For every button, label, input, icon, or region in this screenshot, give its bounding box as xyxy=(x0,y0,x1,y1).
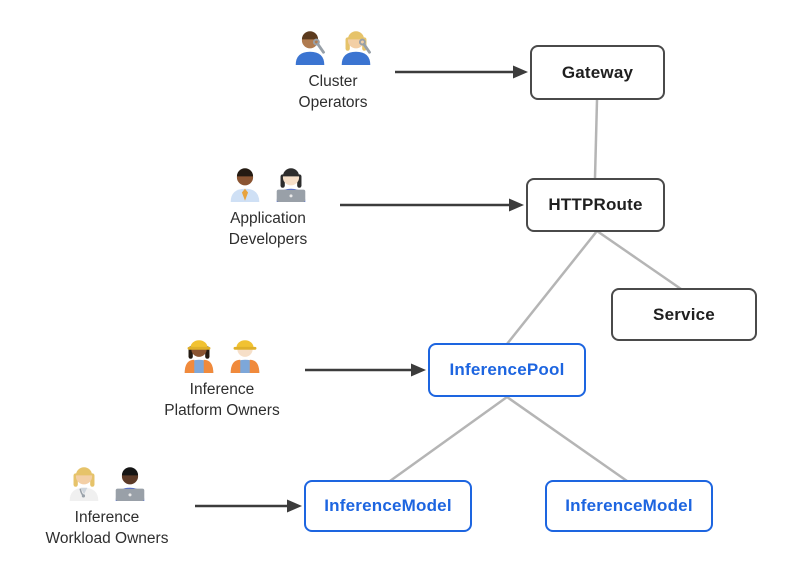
arrow-application-developers-httproute xyxy=(340,198,524,212)
inference-platform-owners-icons xyxy=(179,334,265,374)
inference-workload-owners-label: Inference Workload Owners xyxy=(45,509,169,547)
node-httproute: HTTPRoute xyxy=(526,178,665,232)
node-inferencemodel-left-label: InferenceModel xyxy=(324,496,452,515)
node-httproute-label: HTTPRoute xyxy=(548,195,643,214)
arrow-inference-workload-owners-inferencemodel xyxy=(195,499,302,513)
node-service: Service xyxy=(611,288,757,341)
edge-gateway-httproute xyxy=(593,99,599,179)
persona-application-developers: Application Developers xyxy=(188,163,348,250)
edge-httproute-inferencepool xyxy=(506,230,598,345)
node-inferencepool: InferencePool xyxy=(428,343,586,397)
edge-inferencepool-inferencemodel-right xyxy=(506,395,628,483)
health-worker-icon xyxy=(69,467,99,502)
edge-inferencepool-inferencemodel-left xyxy=(389,395,508,483)
man-technologist-icon xyxy=(115,467,145,502)
arrow-cluster-operators-gateway xyxy=(395,65,528,79)
persona-inference-platform-owners: Inference Platform Owners xyxy=(142,334,302,421)
edge-httproute-service xyxy=(596,229,682,291)
cluster-operators-icons xyxy=(290,26,376,66)
man-mechanic-icon xyxy=(295,31,325,66)
man-construction-worker-icon xyxy=(230,340,260,374)
node-inferencemodel-left: InferenceModel xyxy=(304,480,472,532)
woman-mechanic-icon xyxy=(341,31,371,66)
node-inferencepool-label: InferencePool xyxy=(449,360,565,379)
node-gateway-label: Gateway xyxy=(561,62,634,82)
application-developers-icons xyxy=(225,163,311,203)
node-gateway: Gateway xyxy=(530,45,665,100)
woman-technologist-icon xyxy=(276,168,306,203)
inference-platform-owners-label: Inference Platform Owners xyxy=(164,381,280,419)
node-service-label: Service xyxy=(653,304,715,324)
woman-construction-worker-icon xyxy=(184,340,214,374)
inference-workload-owners-icons xyxy=(64,462,150,502)
node-inferencemodel-right: InferenceModel xyxy=(545,480,713,532)
node-inferencemodel-right-label: InferenceModel xyxy=(565,496,693,515)
persona-inference-workload-owners: Inference Workload Owners xyxy=(27,462,187,549)
cluster-operators-label: Cluster Operators xyxy=(298,73,368,111)
persona-cluster-operators: Cluster Operators xyxy=(253,26,413,113)
arrow-inference-platform-owners-inferencepool xyxy=(305,363,426,377)
application-developers-label: Application Developers xyxy=(228,210,308,248)
man-office-worker-icon xyxy=(230,168,260,203)
